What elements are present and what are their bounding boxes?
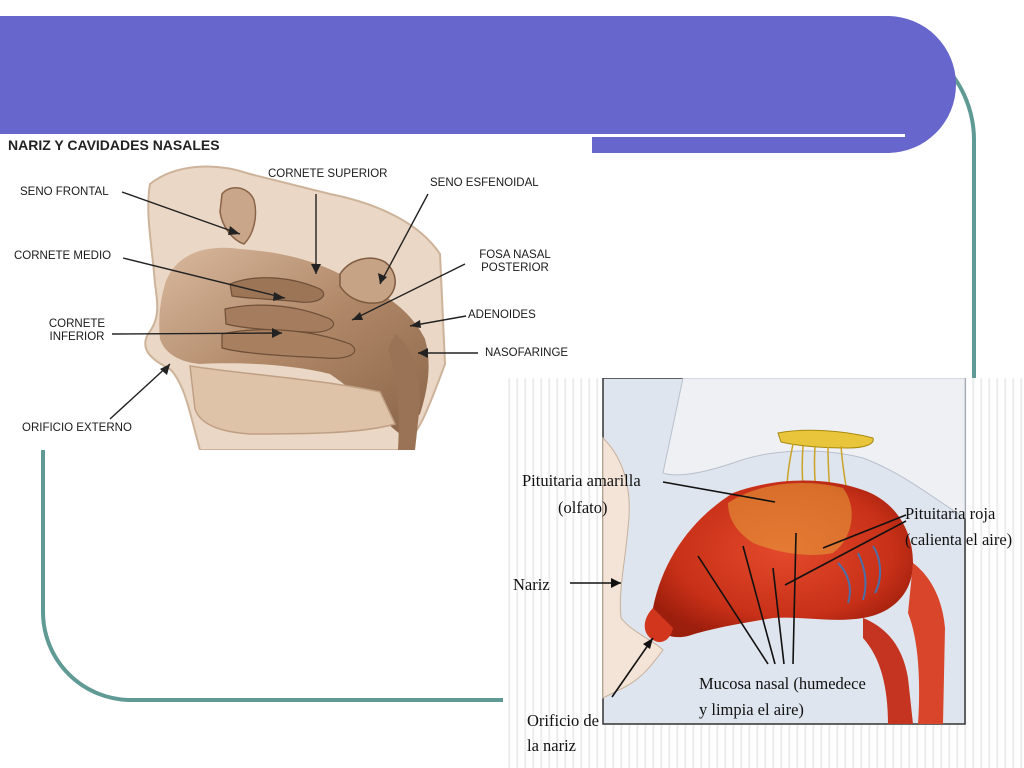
nasal-cavity-illustration	[109, 165, 478, 450]
nasal-cavity-diagram: NARIZ Y CAVIDADES NASALES SENO FRONTAL C…	[0, 134, 592, 450]
label-seno-esfenoidal: SENO ESFENOIDAL	[430, 177, 539, 189]
label-cornete-medio: CORNETE MEDIO	[14, 250, 112, 262]
title-banner	[0, 16, 956, 153]
label-limpia-el-aire: y limpia el aire)	[699, 700, 804, 719]
label-pituitaria-amarilla: Pituitaria amarilla	[522, 471, 641, 490]
label-fosa-nasal-line2: POSTERIOR	[481, 262, 549, 274]
nasal-mucosa-diagram: Pituitaria amarilla (olfato) Pituitaria …	[503, 378, 1024, 768]
label-adenoides: ADENOIDES	[468, 309, 536, 321]
label-fosa-nasal-line1: FOSA NASAL	[479, 249, 551, 261]
banner-divider	[592, 134, 905, 137]
label-olfato: (olfato)	[558, 498, 608, 517]
label-fosa-nasal-posterior: FOSA NASAL POSTERIOR	[470, 249, 560, 275]
label-cornete-inferior: CORNETE INFERIOR	[40, 318, 114, 344]
label-nariz: Nariz	[513, 575, 550, 594]
label-seno-frontal: SENO FRONTAL	[20, 186, 109, 198]
nasal-mucosa-illustration	[570, 378, 966, 725]
label-la-nariz: la nariz	[527, 736, 577, 755]
label-orificio-de: Orificio de	[527, 711, 599, 730]
label-orificio-externo: ORIFICIO EXTERNO	[22, 422, 132, 434]
diagram-title: NARIZ Y CAVIDADES NASALES	[8, 137, 220, 153]
label-pituitaria-roja: Pituitaria roja	[905, 504, 996, 523]
label-cornete-inferior-line1: CORNETE	[48, 318, 106, 330]
label-cornete-superior: CORNETE SUPERIOR	[268, 168, 388, 180]
label-calienta-el-aire: (calienta el aire)	[905, 530, 1013, 549]
label-nasofaringe: NASOFARINGE	[485, 347, 569, 359]
label-mucosa-nasal: Mucosa nasal (humedece	[699, 674, 866, 693]
label-cornete-inferior-line2: INFERIOR	[49, 331, 105, 343]
